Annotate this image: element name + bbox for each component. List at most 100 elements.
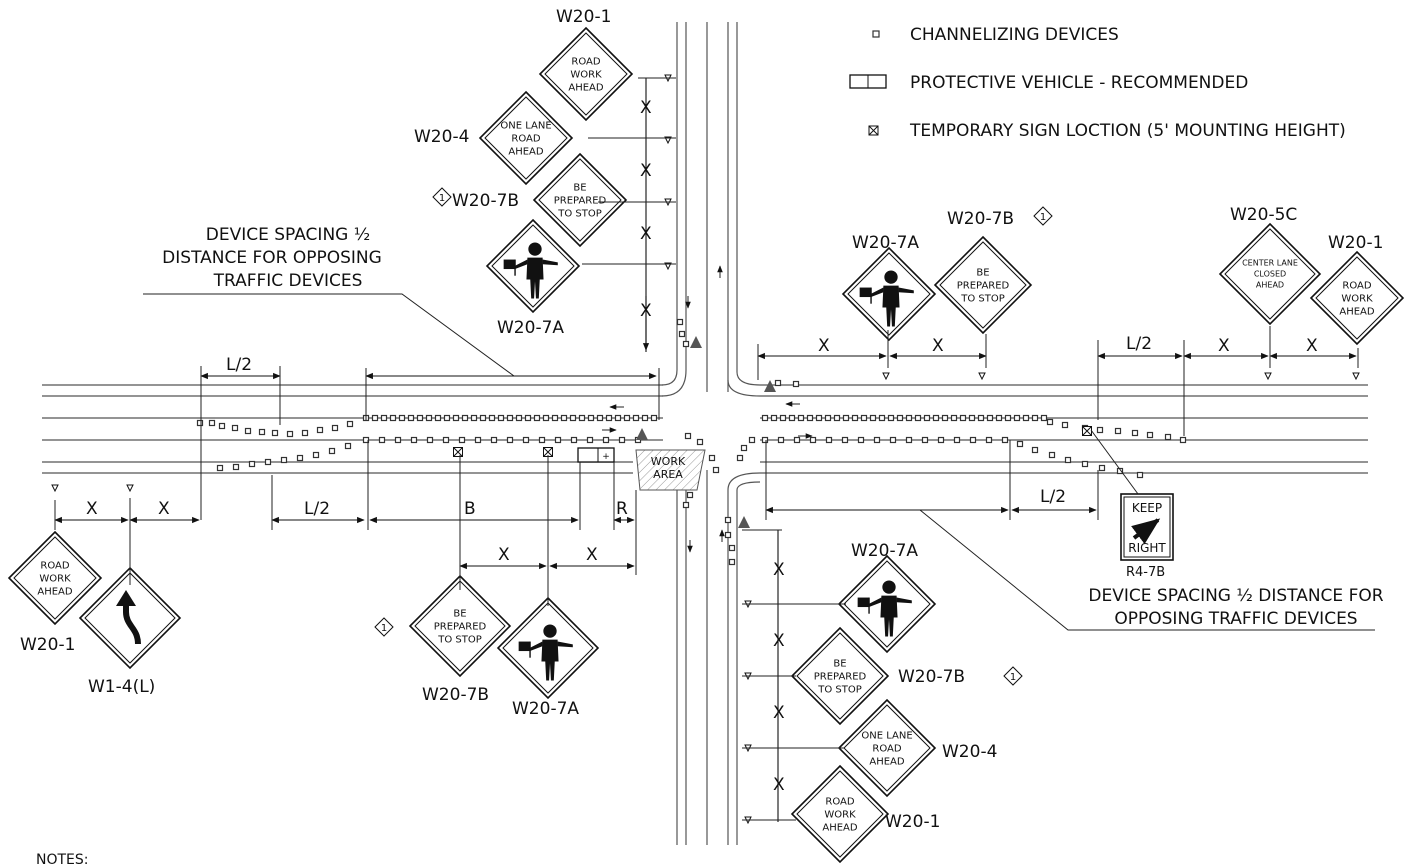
legend: CHANNELIZING DEVICES PROTECTIVE VEHICLE … [849,25,1346,141]
dim-x-w1: X [86,499,98,519]
channelizing-device [286,430,294,438]
sign-center-lane-closed-text: CENTER LANE [1242,259,1298,268]
channelizing-device [1136,471,1144,479]
channelizing-device [887,414,895,422]
channelizing-device [1146,431,1154,439]
channelizing-device [793,436,801,444]
sign-road-work-ahead-north-text: WORK [570,69,602,80]
temp-sign-location [1082,426,1092,436]
work-area-label-1: WORK [651,455,686,468]
note-marker-east: 1 [1033,206,1053,226]
channelizing-device [932,414,940,422]
code-w20-1-north: W20-1 [556,7,611,27]
channelizing-device [959,414,967,422]
channelizing-device [1016,440,1024,448]
dim-x-s1: X [773,560,785,580]
channelizing-device [1040,414,1048,422]
channelizing-device [774,379,782,387]
channelizing-device [522,436,530,444]
channelizing-device [686,491,694,499]
code-w20-7a-north: W20-7A [497,318,564,338]
channelizing-device [328,447,336,455]
channelizing-device [587,414,595,422]
channelizing-device [1004,414,1012,422]
channelizing-device [682,340,690,348]
sign-be-prepared-south-text: PREPARED [814,671,867,682]
channelizing-device [896,414,904,422]
channelizing-device [458,436,466,444]
channelizing-devices [196,318,1187,566]
channelizing-device [878,414,886,422]
channelizing-device [479,414,487,422]
dim-x-n2: X [640,161,652,181]
code-w20-7b-east: W20-7B [947,209,1014,229]
channelizing-device [542,414,550,422]
notes-heading: NOTES: [36,852,89,865]
channelizing-device [623,414,631,422]
dim-x-s3: X [773,703,785,723]
sign-post-marker [1352,372,1360,381]
channelizing-device [312,451,320,459]
channelizing-device [684,432,692,440]
channelizing-device [371,414,379,422]
channelizing-device [977,414,985,422]
channelizing-device [533,414,541,422]
sign-one-lane-road-ahead-south-text: ONE LANE [861,730,912,741]
dim-x-s4: X [773,775,785,795]
channelizing-device [1114,427,1122,435]
channelizing-device [506,436,514,444]
note-marker-north: 1 [432,187,452,207]
sign-codes: W20-1 W20-4 W20-7B W20-7A W20-7B W20-7A … [20,7,1383,832]
sign-be-prepared-west-text: TO STOP [437,634,482,645]
channelizing-device [1022,414,1030,422]
sign-be-prepared-north-text: BE [573,182,586,193]
svg-text:KEEP: KEEP [1132,501,1162,515]
channelizing-device [497,414,505,422]
channelizing-device [712,466,720,474]
channelizing-device [618,436,626,444]
sign-be-prepared-north-text: PREPARED [554,195,607,206]
channelizing-device [740,444,748,452]
channelizing-device [1179,436,1187,444]
sign-road-work-ahead-west-text: AHEAD [37,586,73,597]
temp-sign-location [453,447,463,457]
legend-channelizing: CHANNELIZING DEVICES [910,25,1119,45]
channelizing-device [676,318,684,326]
channelizing-device [824,414,832,422]
channelizing-device [488,414,496,422]
channelizing-device [569,414,577,422]
svg-text:RIGHT: RIGHT [1128,541,1166,555]
channelizing-device [316,426,324,434]
channelizing-device [346,420,354,428]
channelizing-device [410,436,418,444]
svg-text:DISTANCE FOR OPPOSING: DISTANCE FOR OPPOSING [162,248,382,268]
svg-text:1: 1 [1010,672,1016,683]
channelizing-device [344,442,352,450]
work-area-label-2: AREA [653,468,683,481]
channelizing-device [538,436,546,444]
sign-one-lane-road-ahead-south-text: ROAD [872,743,901,754]
code-w20-1-south: W20-1 [885,812,940,832]
code-w20-4-south: W20-4 [942,742,997,762]
sign-curve-w1-4l [78,566,182,670]
dim-x-w3: X [498,545,510,565]
channelizing-device [1061,421,1069,429]
channelizing-device [296,454,304,462]
channelizing-device [953,436,961,444]
channelizing-device [551,414,559,422]
channelizing-device [470,414,478,422]
channelizing-device [632,414,640,422]
channelizing-device [578,414,586,422]
device-spacing-callout-left: DEVICE SPACING ½ DISTANCE FOR OPPOSING T… [143,225,515,377]
channelizing-device [208,419,216,427]
channelizing-device [586,436,594,444]
sign-center-lane-closed-text: AHEAD [1256,281,1284,290]
sign-post-marker [51,484,59,493]
channelizing-device [889,436,897,444]
channelizing-device [258,428,266,436]
